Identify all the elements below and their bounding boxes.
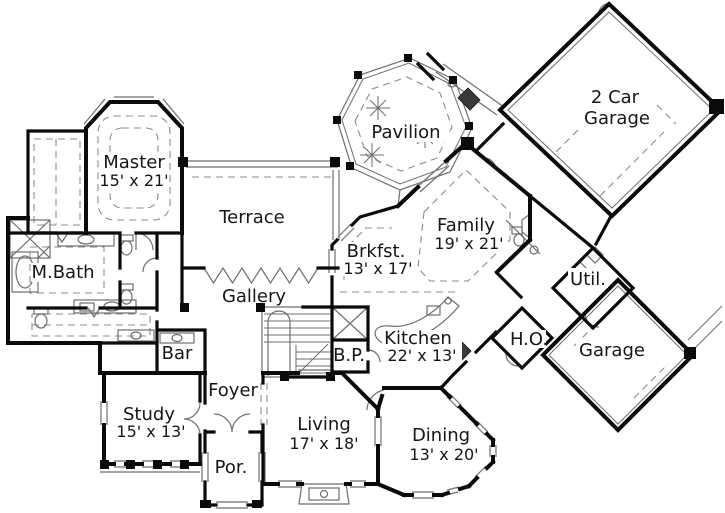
home-office-walls — [489, 305, 555, 371]
porch-column — [100, 460, 109, 469]
room-dims-family: 19' x 21' — [434, 234, 503, 253]
room-dims-study: 15' x 13' — [116, 422, 185, 441]
room-label-living: Living — [297, 414, 351, 435]
powder-toilet — [511, 226, 539, 255]
room-label-kitchen: Kitchen — [384, 328, 452, 349]
room-label-dining: Dining — [412, 425, 470, 446]
room-dims-dining: 13' x 20' — [409, 445, 478, 464]
room-label-family: Family — [437, 215, 495, 236]
porch-column — [153, 460, 162, 469]
toilet — [33, 307, 49, 329]
master-tray-ceiling — [97, 115, 171, 221]
pavilion-post — [333, 116, 341, 124]
room-label-two-car-garage-line1: 2 Car — [591, 87, 640, 108]
room-label-mbath: M.Bath — [31, 262, 94, 283]
terrace-post — [178, 157, 188, 167]
pavilion-post — [465, 122, 473, 130]
room-label-util: Util. — [570, 269, 606, 290]
pavilion-post — [346, 162, 354, 170]
room-label-brkfst: Brkfst. — [347, 241, 406, 262]
pavilion-post — [354, 71, 362, 79]
room-labels: Master 15' x 21' M.Bath Terrace Pavilion… — [31, 87, 650, 478]
room-dims-living: 17' x 18' — [289, 434, 358, 453]
room-label-bar: Bar — [162, 343, 193, 364]
living-fireplace — [298, 483, 350, 505]
room-label-terrace: Terrace — [218, 207, 285, 228]
room-label-study: Study — [123, 404, 175, 425]
room-label-ho: H.O. — [510, 329, 548, 350]
room-label-gallery: Gallery — [222, 286, 286, 307]
vanity-sink — [117, 329, 155, 342]
pavilion-post — [449, 76, 457, 84]
walls — [6, 1, 724, 507]
door-swings — [135, 2, 612, 436]
terrace-post — [330, 157, 340, 167]
stair-closet-x — [331, 306, 369, 341]
porch-column — [126, 460, 135, 469]
window-and-detail-lines — [55, 11, 723, 509]
room-label-porch: Por. — [215, 457, 248, 478]
room-label-garage: Garage — [579, 340, 645, 361]
utility-walls — [550, 245, 636, 331]
room-label-two-car-garage-line2: Garage — [584, 108, 650, 129]
room-dims-kitchen: 22' x 13' — [387, 346, 456, 365]
room-dims-master: 15' x 21' — [99, 171, 168, 190]
room-label-foyer: Foyer — [208, 380, 258, 401]
toilet — [119, 234, 134, 256]
posts-and-jambs — [100, 54, 724, 508]
master-walls — [84, 100, 184, 235]
label-backings — [32, 86, 656, 364]
room-label-master: Master — [103, 152, 165, 173]
porch-column — [180, 460, 189, 469]
bar-sink — [159, 332, 195, 344]
staircase — [261, 306, 369, 378]
room-label-bp: B.P. — [333, 345, 365, 366]
room-label-pavilion: Pavilion — [371, 122, 440, 143]
room-dims-brkfst: 13' x 17' — [343, 259, 412, 278]
toilet — [119, 283, 134, 305]
pavilion-post — [404, 54, 412, 62]
